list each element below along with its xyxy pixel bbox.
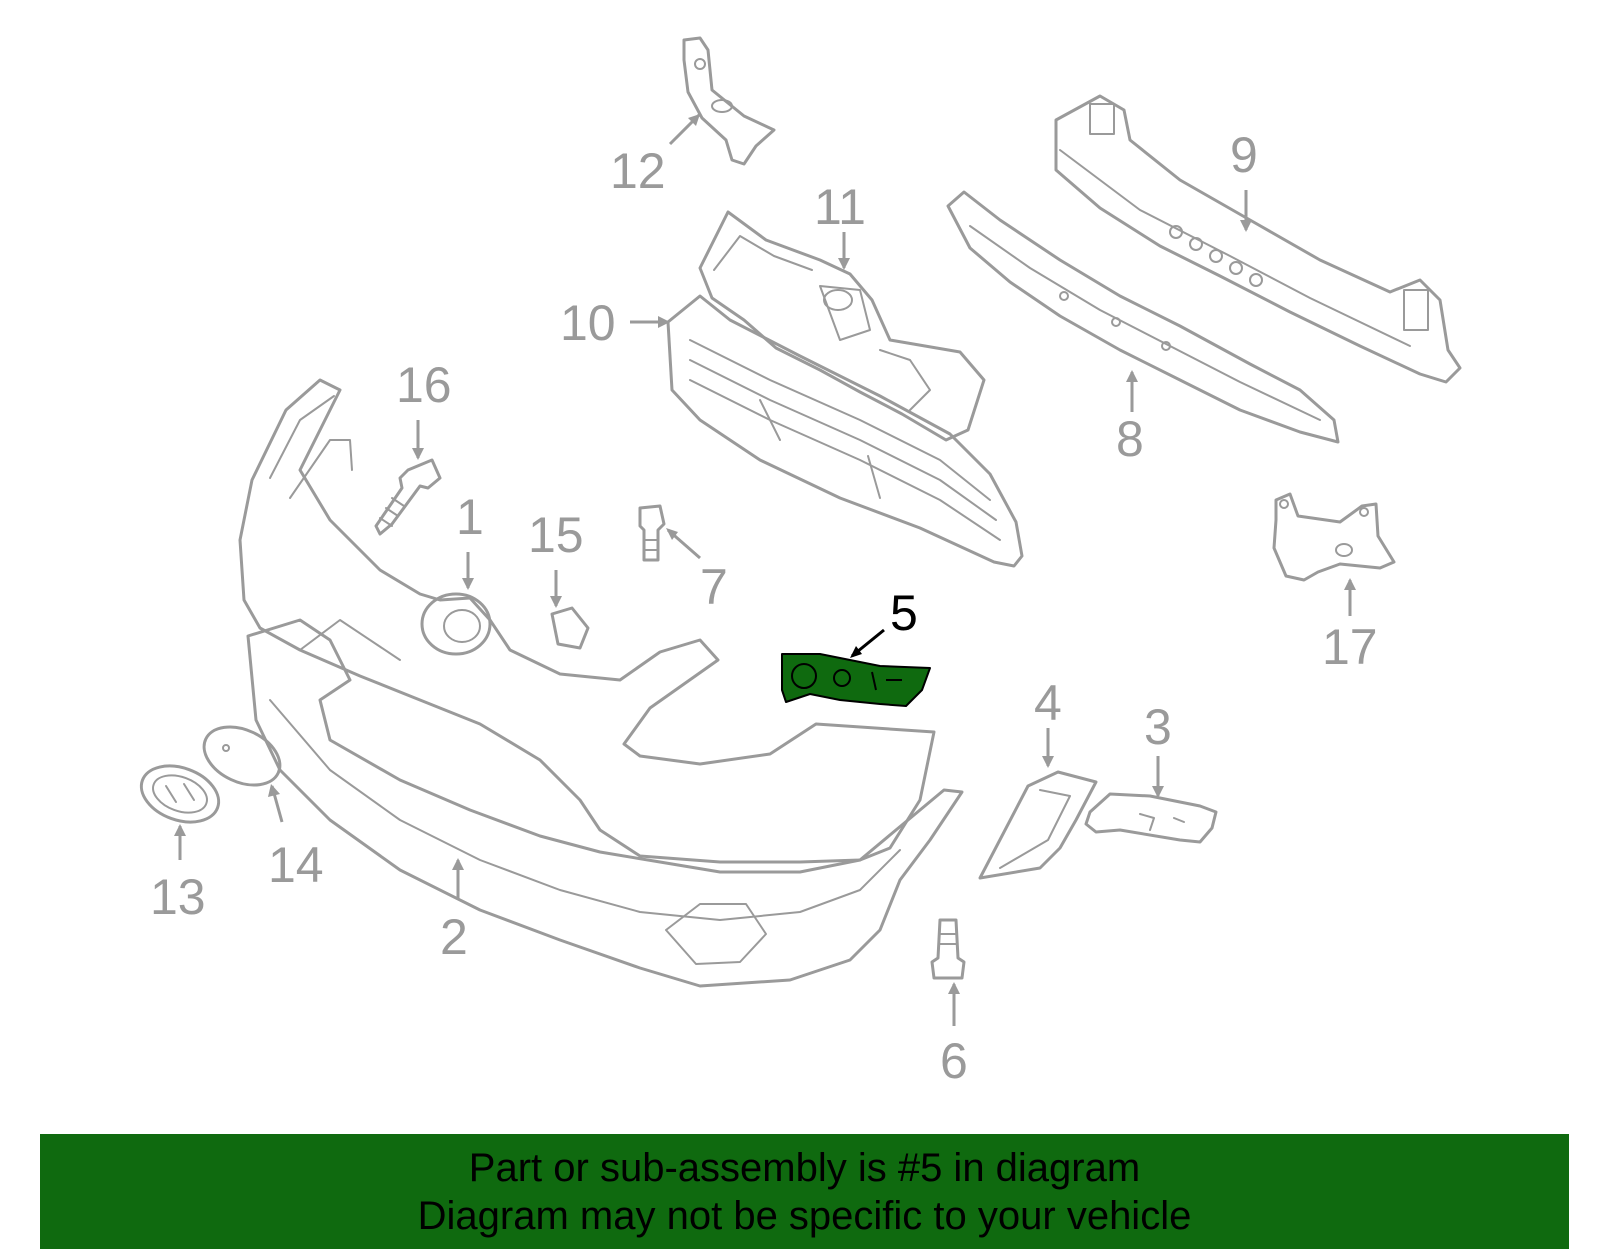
part-5-highlighted-bracket[interactable] [781, 653, 931, 707]
part-3-small-bracket[interactable] [1084, 792, 1218, 844]
part-12-bracket[interactable] [682, 36, 776, 166]
part-6-bolt[interactable] [930, 918, 966, 980]
part-7-bolt[interactable] [638, 504, 666, 562]
part-9-reinforcement[interactable] [1054, 94, 1462, 384]
callout-1: 1 [456, 489, 484, 545]
part-13-oval-emblem[interactable] [134, 756, 227, 832]
part-8-absorber[interactable] [946, 190, 1340, 444]
callout-17: 17 [1322, 619, 1378, 675]
part-14-round-emblem[interactable] [195, 716, 289, 797]
callout-12: 12 [610, 143, 666, 199]
part-15-clip[interactable] [550, 606, 590, 650]
info-banner: Part or sub-assembly is #5 in diagram Di… [40, 1134, 1569, 1249]
callout-13: 13 [150, 869, 206, 925]
callout-labels: 12 11 10 9 8 16 1 15 7 5 4 3 17 6 2 14 1… [150, 127, 1378, 1089]
banner-line-2: Diagram may not be specific to your vehi… [417, 1194, 1192, 1238]
part-17-corner-bracket[interactable] [1272, 492, 1396, 582]
callout-8: 8 [1116, 411, 1144, 467]
part-10-lower-grille[interactable] [666, 294, 1024, 568]
callout-2: 2 [440, 909, 468, 965]
callout-14: 14 [268, 837, 324, 893]
callout-6: 6 [940, 1033, 968, 1089]
callout-5: 5 [890, 585, 918, 641]
callout-15: 15 [528, 507, 584, 563]
callout-16: 16 [396, 357, 452, 413]
callout-9: 9 [1230, 127, 1258, 183]
part-11-grille-bracket[interactable] [698, 210, 986, 442]
leader-lines [174, 112, 1356, 1026]
part-16-screw[interactable] [374, 458, 442, 536]
callout-3: 3 [1144, 699, 1172, 755]
callout-10: 10 [560, 295, 616, 351]
part-1-bumper-cover[interactable] [238, 378, 936, 864]
part-4-side-bracket[interactable] [978, 770, 1098, 880]
part-2-lower-spoiler[interactable] [246, 618, 964, 988]
banner-line-1: Part or sub-assembly is #5 in diagram [468, 1146, 1141, 1190]
callout-4: 4 [1034, 675, 1062, 731]
callout-11: 11 [814, 179, 866, 235]
callout-7: 7 [700, 559, 728, 615]
